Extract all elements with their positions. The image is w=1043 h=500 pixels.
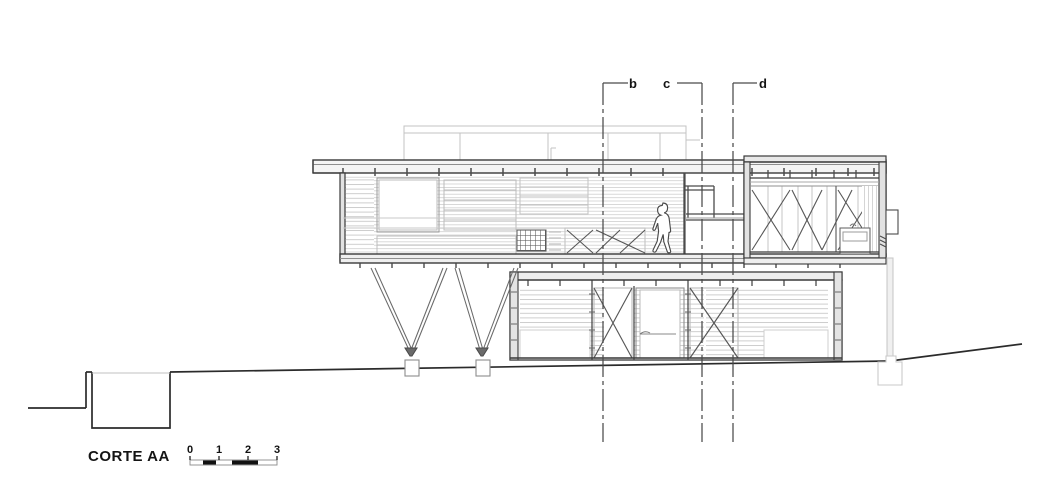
roof-slab (312, 159, 887, 176)
scale-tick-2: 2 (245, 444, 252, 456)
scale-tick-0: 0 (187, 444, 194, 456)
grid-label-c: c (663, 76, 671, 91)
upper-volume-beyond (403, 125, 700, 161)
cistern-outline (91, 372, 171, 429)
pilotis-v-columns (370, 267, 519, 357)
upper-partition (683, 173, 715, 257)
scale-figure-human (652, 202, 672, 254)
upper-floor-left (339, 172, 686, 262)
grid-label-d: d (759, 76, 767, 91)
lower-floor (509, 271, 843, 361)
grid-label-b: b (629, 76, 637, 91)
scale-tick-3: 3 (274, 444, 281, 456)
grid-lines (602, 83, 734, 442)
footings (404, 257, 903, 386)
page-title: CORTE AA (88, 448, 170, 465)
scale-tick-1: 1 (216, 444, 223, 456)
right-wing (743, 155, 899, 265)
connector-deck (686, 213, 746, 221)
terrain-profile (28, 343, 1023, 429)
scale-bar (189, 456, 278, 466)
